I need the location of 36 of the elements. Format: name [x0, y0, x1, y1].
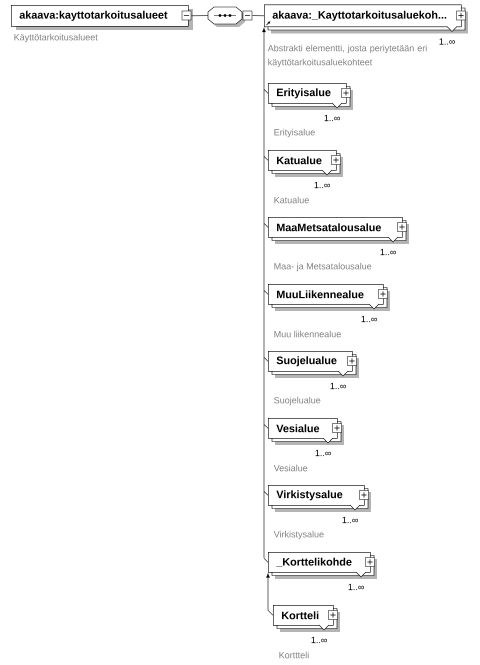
- arrow: [266, 573, 274, 616]
- element-box: MaaMetsatalousalue: [268, 217, 409, 244]
- connector-line: [264, 424, 268, 429]
- occurrence-label: 1..∞: [440, 38, 455, 45]
- connector-line: [264, 223, 268, 228]
- occurrence-label: 1..∞: [314, 182, 330, 188]
- connector-line: [264, 357, 268, 362]
- annotation-text: Katualue: [274, 196, 309, 204]
- annotation-text: Abstrakti elementti, josta periytetään eri käyttötarkoitusaluekohteet: [268, 44, 427, 68]
- occurrence-label: 1..∞: [342, 516, 358, 524]
- connector-line: [264, 290, 268, 295]
- occurrence-label: 1..∞: [324, 114, 340, 122]
- occurrence-label: 1..∞: [380, 248, 396, 256]
- connector-line: [252, 15, 264, 16]
- annotation-text: Muu liikennealue: [274, 330, 341, 338]
- connector-line: [191, 15, 208, 16]
- annotation-text: Käyttötarkoitusalueet: [14, 34, 98, 42]
- connector-line: [264, 156, 268, 161]
- connector-line: [264, 89, 268, 94]
- occurrence-label: 1..∞: [348, 584, 364, 590]
- annotation-text: Erityisalue: [274, 128, 315, 138]
- arrow: [262, 28, 266, 558]
- occurrence-label: 1..∞: [316, 450, 331, 456]
- annotation-text: Maa- ja Metsatalousalue: [274, 262, 372, 272]
- occurrence-label: 1..∞: [362, 316, 377, 322]
- element-box: Virkistysalue: [268, 485, 371, 512]
- occurrence-label: 1..∞: [312, 636, 327, 644]
- annotation-text: Suojelualue: [274, 396, 320, 406]
- annotation-text: Vesialue: [274, 464, 308, 472]
- connector-line: [264, 491, 268, 496]
- element-box: akaava:kayttotarkoitusalueet: [11, 5, 193, 30]
- connector-line: [264, 558, 268, 563]
- element-box: akaava:_Kayttotarkoitusaluekoh...: [264, 4, 468, 34]
- occurrence-label: 1..∞: [330, 382, 346, 390]
- annotation-text: Korttteli: [279, 652, 309, 658]
- annotation-text: Virkistysalue: [274, 530, 324, 540]
